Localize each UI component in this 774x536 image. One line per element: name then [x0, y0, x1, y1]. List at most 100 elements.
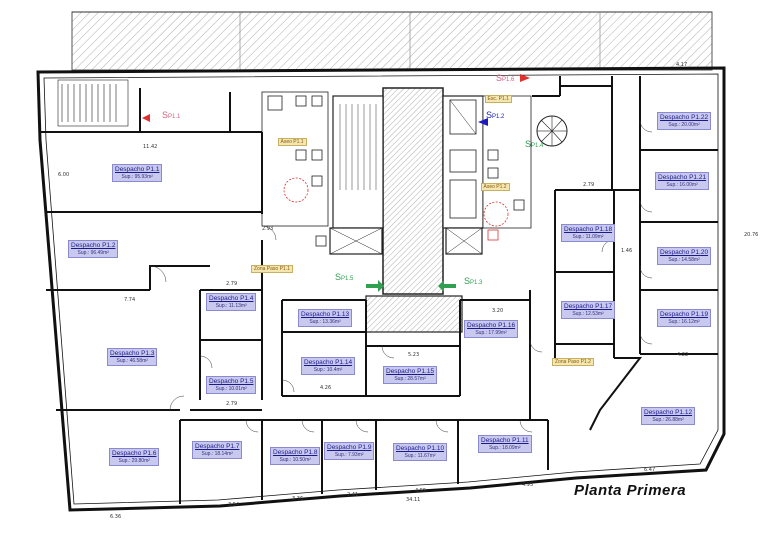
sector-number: P1.2: [492, 114, 505, 120]
room-area: Sup.: 10.50m²: [279, 456, 311, 463]
room-area: Sup.: 17.99m²: [475, 329, 507, 336]
room-area: Sup.: 20.00m²: [668, 121, 700, 128]
sector-sp1-6: SP1.6: [496, 73, 514, 83]
sector-sp1-4: SP1.4: [525, 139, 543, 149]
room-name: Despacho P1.6: [112, 450, 157, 457]
room-name: Despacho P1.2: [71, 242, 116, 249]
room-area: Sup.: 16.00m²: [666, 181, 698, 188]
dimension-d15: 2.41: [347, 492, 359, 498]
room-area: Sup.: 14.58m²: [668, 256, 700, 263]
sector-prefix: S: [525, 139, 532, 149]
dimension-d20: 4.17: [676, 62, 688, 68]
dimension-d8: 3.20: [492, 308, 504, 314]
dimension-d9: 4.22: [677, 352, 689, 358]
plan-title: Planta Primera: [574, 482, 687, 499]
sector-number: P1.6: [502, 77, 515, 83]
spiral-stair: [536, 115, 568, 147]
room-area: Sup.: 7.93m²: [334, 451, 364, 458]
dimension-d7: 5.23: [408, 352, 420, 358]
room-name: Despacho P1.11: [481, 437, 529, 444]
common-area-zona-p1-b: Zona Paso P1.2: [552, 358, 594, 366]
dimension-d5: 2.93: [262, 226, 274, 232]
room-name: Despacho P1.8: [273, 449, 318, 456]
exit-arrows: [142, 74, 530, 292]
dimension-d11: 1.46: [621, 248, 633, 254]
room-area: Sup.: 10.01m²: [215, 385, 247, 392]
room-name: Despacho P1.22: [660, 114, 709, 121]
dimension-d12: 6.36: [110, 514, 122, 520]
dimension-d14: 3.36: [292, 496, 304, 502]
room-name: Despacho P1.21: [658, 174, 707, 181]
room-name: Despacho P1.15: [386, 368, 435, 375]
common-area-esc-p1-1: Esc. P1.1: [484, 95, 512, 103]
sector-prefix: S: [162, 110, 169, 120]
exterior-patio: [71, 11, 713, 71]
building-envelope: [36, 66, 726, 512]
room-area: Sup.: 29.80m²: [118, 457, 150, 464]
room-name: Despacho P1.13: [301, 311, 350, 318]
dimension-d21: 6.00: [58, 172, 70, 178]
room-area: Sup.: 95.93m²: [121, 173, 153, 180]
room-area: Sup.: 11.09m²: [572, 233, 604, 240]
dimension-d19: 34.11: [406, 497, 421, 503]
room-name: Despacho P1.18: [564, 226, 613, 233]
toilets-left: [261, 91, 329, 247]
room-area: Sup.: 11.13m²: [215, 302, 247, 309]
room-name: Despacho P1.9: [327, 444, 372, 451]
sector-number: P1.4: [531, 143, 544, 149]
sector-prefix: S: [335, 272, 342, 282]
room-area: Sup.: 11.67m²: [404, 452, 436, 459]
dimension-d22: 20.76: [744, 232, 759, 238]
room-area: Sup.: 13.36m²: [309, 318, 341, 325]
room-area: Sup.: 28.57m²: [394, 375, 426, 382]
sector-prefix: S: [486, 110, 493, 120]
room-name: Despacho P1.1: [115, 166, 160, 173]
room-area: Sup.: 96.49m²: [77, 249, 109, 256]
central-core: [329, 87, 484, 333]
dimension-d6: 4.26: [320, 385, 332, 391]
dimension-d2: 7.74: [124, 297, 136, 303]
toilets-right: [482, 95, 532, 241]
dimension-d17: 4.95: [522, 482, 534, 488]
dimension-d4: 2.79: [226, 401, 238, 407]
interior-walls: [40, 76, 718, 504]
room-name: Despacho P1.14: [304, 359, 353, 366]
sector-sp1-5: SP1.5: [335, 272, 353, 282]
sector-sp1-1: SP1.1: [162, 110, 180, 120]
room-name: Despacho P1.16: [467, 322, 516, 329]
room-name: Despacho P1.7: [195, 443, 240, 450]
dimension-d16: 4.55: [415, 488, 427, 494]
room-name: Despacho P1.10: [396, 445, 445, 452]
room-area: Sup.: 18.09m²: [489, 444, 521, 451]
sector-number: P1.1: [168, 114, 181, 120]
room-area: Sup.: 10.4m²: [313, 366, 343, 373]
sector-prefix: S: [496, 73, 503, 83]
sector-sp1-2: SP1.2: [486, 110, 504, 120]
room-name: Despacho P1.20: [660, 249, 709, 256]
dimension-d1: 11.42: [143, 144, 158, 150]
common-area-aseo-1: Aseo P1.1: [277, 138, 307, 146]
room-name: Despacho P1.12: [644, 409, 693, 416]
sector-sp1-3: SP1.3: [464, 276, 482, 286]
room-area: Sup.: 12.53m²: [572, 310, 604, 317]
dimension-d18: 6.47: [644, 467, 656, 473]
dimension-d13: 3.54: [228, 502, 240, 508]
room-area: Sup.: 16.12m²: [668, 318, 700, 325]
room-area: Sup.: 46.58m²: [116, 357, 148, 364]
room-name: Despacho P1.4: [209, 295, 254, 302]
